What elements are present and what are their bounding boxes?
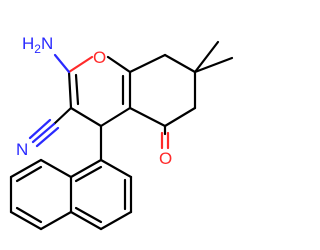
- bond-naph-6-5: [9, 210, 43, 231]
- bond-naph-1-2: [99, 158, 133, 179]
- bond-cn-triple-a: [31, 122, 56, 144]
- ring-oxygen-label: O: [93, 48, 106, 67]
- bond-cn-triple-b: [28, 118, 52, 140]
- bond-naph-4-4a: [69, 210, 103, 231]
- nitrile-nitrogen-label: N: [16, 140, 28, 159]
- bond-c3-cn: [52, 106, 73, 126]
- bond-naph-5-4a: [39, 210, 73, 231]
- bond-c5-c4a: [128, 106, 167, 128]
- bond-c4-c4a: [99, 106, 132, 128]
- bond-c8-c7: [163, 53, 197, 74]
- bond-c2-c3: [67, 70, 73, 110]
- bond-naph-8-7: [9, 158, 43, 179]
- bond-naph-8a-8: [39, 158, 73, 179]
- amino-label: H2N: [22, 34, 53, 56]
- ketone-oxygen-label: O: [159, 149, 172, 168]
- bond-c3-c4: [69, 106, 103, 128]
- bond-naph-3-4: [99, 210, 133, 231]
- bond-o1-c2: [67, 55, 94, 74]
- molecule-structure: H2N O N O: [9, 34, 234, 231]
- bond-naph-8a-1: [69, 158, 103, 179]
- bond-naph-6-5-double: [15, 206, 43, 224]
- bond-naph-4-4a-double: [74, 206, 103, 224]
- bond-c2-c3-double: [74, 73, 80, 106]
- bond-naph-8a-1-double: [74, 165, 103, 183]
- bond-c7-methyl-a: [193, 40, 220, 74]
- bond-c2-nh2: [53, 53, 71, 74]
- bond-c8a-o1: [106, 55, 132, 74]
- bond-c8a-c8: [128, 53, 167, 74]
- bond-naph-8-7-double: [15, 165, 43, 183]
- bond-cn-triple-c: [35, 126, 60, 148]
- bond-c7-methyl-b: [193, 56, 234, 74]
- bond-c6-c5: [163, 106, 197, 128]
